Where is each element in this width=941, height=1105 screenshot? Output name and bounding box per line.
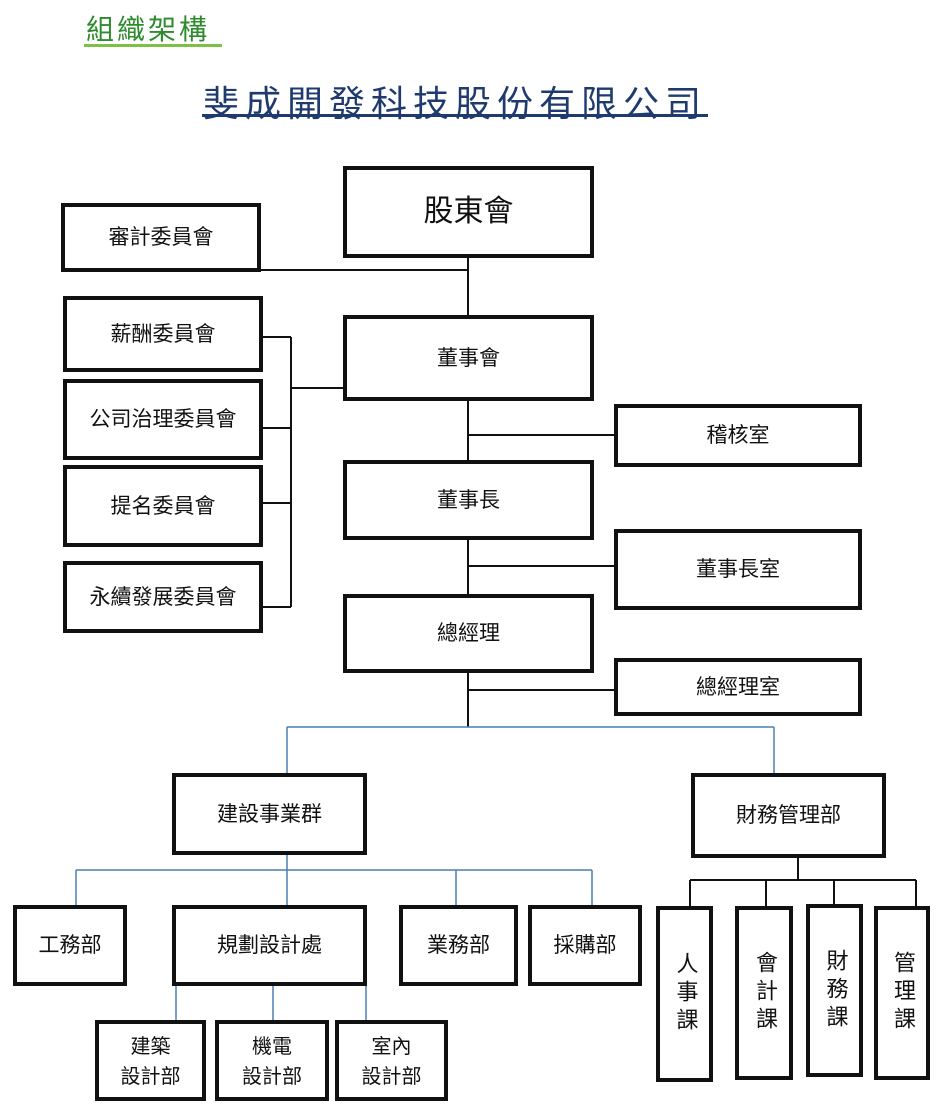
- node-chairman-office: 董事長室: [614, 529, 862, 610]
- node-management-section-label: 管理課: [889, 951, 915, 1035]
- node-accounting-section: 會計課: [735, 906, 793, 1080]
- node-general-manager: 總經理: [343, 594, 594, 673]
- node-chairman-office-label: 董事長室: [696, 557, 780, 582]
- node-remuneration-committee-label: 薪酬委員會: [110, 321, 216, 346]
- node-mep-design-label: 機電 設計部: [242, 1033, 302, 1088]
- node-planning-office: 規劃設計處: [172, 905, 367, 986]
- node-construction-group-label: 建設事業群: [217, 801, 322, 826]
- node-governance-committee-label: 公司治理委員會: [89, 407, 237, 432]
- node-audit-committee: 審計委員會: [61, 203, 261, 272]
- node-gm-office: 總經理室: [614, 658, 862, 716]
- node-procurement-dept-label: 採購部: [553, 933, 617, 958]
- node-board-label: 董事會: [437, 345, 500, 370]
- node-finance-dept: 財務管理部: [691, 773, 886, 858]
- node-architecture-design-label: 建築 設計部: [120, 1033, 181, 1088]
- company-title-underline: [202, 114, 708, 117]
- node-interior-design: 室內 設計部: [335, 1020, 448, 1101]
- node-finance-section-label: 財務課: [822, 948, 848, 1033]
- node-audit-committee-label: 審計委員會: [108, 225, 214, 250]
- node-construction-group: 建設事業群: [172, 773, 367, 855]
- section-title: 組織架構: [86, 13, 211, 46]
- node-sustainability-committee-label: 永續發展委員會: [89, 584, 237, 609]
- node-mep-design: 機電 設計部: [215, 1020, 329, 1101]
- node-sales-dept-label: 業務部: [427, 933, 490, 958]
- node-hr-section: 人事課: [656, 906, 713, 1082]
- node-internal-audit: 稽核室: [614, 404, 862, 467]
- node-nomination-committee: 提名委員會: [63, 465, 263, 547]
- node-internal-audit-label: 稽核室: [706, 423, 770, 448]
- node-shareholders: 股東會: [343, 166, 594, 258]
- node-architecture-design: 建築 設計部: [95, 1020, 206, 1101]
- node-accounting-section-label: 會計課: [751, 951, 777, 1035]
- section-title-underline: [84, 44, 222, 47]
- node-management-section: 管理課: [874, 906, 930, 1080]
- node-general-manager-label: 總經理: [437, 621, 500, 646]
- node-remuneration-committee: 薪酬委員會: [63, 296, 263, 372]
- node-nomination-committee-label: 提名委員會: [110, 493, 216, 518]
- node-sustainability-committee: 永續發展委員會: [63, 561, 263, 633]
- node-hr-section-label: 人事課: [672, 952, 698, 1036]
- node-board: 董事會: [343, 315, 594, 401]
- company-title: 斐成開發科技股份有限公司: [203, 84, 708, 125]
- node-finance-dept-label: 財務管理部: [736, 803, 841, 828]
- node-chairman-label: 董事長: [437, 487, 500, 512]
- node-procurement-dept: 採購部: [528, 905, 642, 986]
- node-interior-design-label: 室內 設計部: [361, 1033, 422, 1088]
- node-governance-committee: 公司治理委員會: [63, 379, 263, 460]
- node-planning-office-label: 規劃設計處: [217, 933, 322, 958]
- node-finance-section: 財務課: [806, 904, 863, 1077]
- node-engineering-dept-label: 工務部: [38, 933, 102, 958]
- node-gm-office-label: 總經理室: [696, 674, 780, 699]
- node-chairman: 董事長: [343, 460, 594, 540]
- node-shareholders-label: 股東會: [423, 194, 514, 230]
- node-sales-dept: 業務部: [399, 905, 518, 986]
- node-engineering-dept: 工務部: [13, 905, 127, 986]
